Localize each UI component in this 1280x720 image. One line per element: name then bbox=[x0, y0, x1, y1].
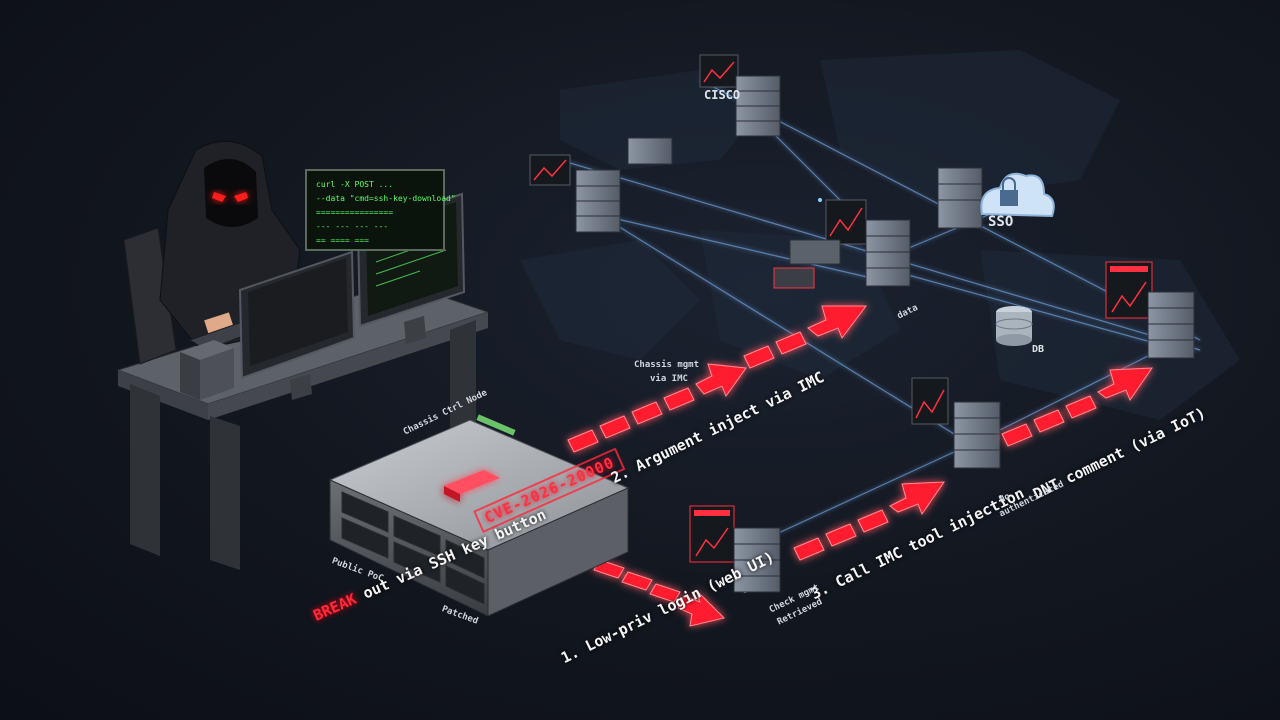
glowing-eyes-icon bbox=[212, 192, 248, 202]
monitor-icon bbox=[699, 54, 739, 88]
monitor-icon bbox=[689, 505, 735, 563]
monitor-icon bbox=[911, 377, 949, 425]
server-rack-icon bbox=[1147, 291, 1195, 359]
server-rack-icon bbox=[953, 401, 1001, 469]
warning-chip-icon bbox=[444, 470, 500, 502]
monitor-icon bbox=[825, 199, 867, 245]
terminal-line: --- --- --- --- bbox=[316, 222, 389, 231]
entry-label-a: Chassis mgmt bbox=[634, 360, 700, 370]
server-rack-icon bbox=[865, 219, 911, 287]
server-rack-icon bbox=[733, 527, 781, 593]
server-rack-icon bbox=[735, 75, 781, 137]
entry-label-b: via IMC bbox=[650, 374, 688, 384]
db-label: DB bbox=[1032, 344, 1045, 355]
database-icon bbox=[995, 306, 1033, 346]
monitor-icon bbox=[1105, 261, 1153, 319]
terminal-line: == ==== === bbox=[316, 236, 369, 245]
server-chassis bbox=[328, 414, 630, 617]
server-rack-icon bbox=[575, 169, 621, 233]
terminal-window bbox=[305, 169, 445, 251]
monitor-icon bbox=[529, 154, 571, 186]
monitor-left bbox=[238, 250, 356, 400]
terminal-line: curl -X POST ... bbox=[316, 180, 394, 189]
arrow-step-2 bbox=[567, 305, 867, 453]
server-rack-icon bbox=[627, 137, 673, 165]
arrow-step-3 bbox=[793, 481, 945, 561]
terminal-line: --data "cmd=ssh-key-download" bbox=[316, 194, 456, 203]
server-rack-icon bbox=[937, 167, 983, 229]
terminal-line: ================ bbox=[316, 208, 394, 217]
network-device-icon bbox=[773, 239, 841, 289]
cloud-lock-icon bbox=[980, 172, 1055, 218]
sso-label: SSO bbox=[988, 214, 1014, 230]
cisco-label: CISCO bbox=[704, 88, 741, 102]
pc-tower bbox=[180, 340, 234, 400]
arrow-step-4 bbox=[1001, 367, 1153, 447]
world-map-background bbox=[520, 50, 1240, 420]
